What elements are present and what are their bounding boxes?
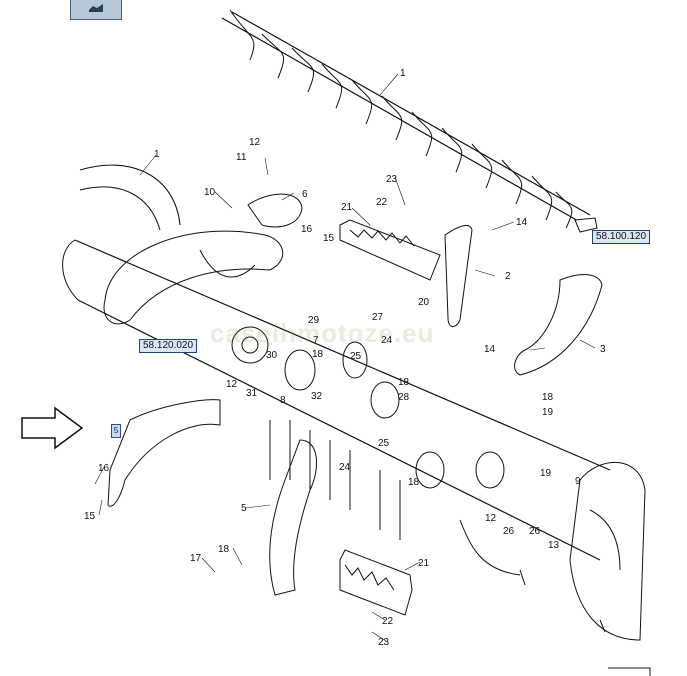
callout: 22 [376, 197, 388, 208]
callout: 11 [236, 152, 247, 163]
reference-link-58-120-020[interactable]: 58.120.020 [139, 339, 198, 353]
callout: 23 [378, 637, 390, 648]
serrated-blade-bottom [339, 549, 413, 616]
callout: 15 [84, 511, 96, 522]
callout-labels: 1 1 2 3 5 6 7 8 9 10 11 12 12 12 13 14 1… [84, 68, 606, 648]
callout: 17 [190, 553, 202, 564]
callout: 26 [529, 526, 541, 537]
callout: 24 [339, 462, 351, 473]
callout: 19 [542, 407, 554, 418]
callout: 23 [386, 174, 398, 185]
callout: 29 [308, 315, 320, 326]
flighting-disc-left [103, 230, 283, 325]
watermark: caseihmotoze.eu [210, 318, 435, 348]
callout: 18 [312, 349, 324, 360]
callout: 22 [382, 616, 394, 627]
callout: 18 [218, 544, 230, 555]
center-mechanism [231, 326, 505, 540]
callout: 6 [302, 189, 308, 200]
flight-segment-4 [107, 399, 221, 507]
callout: 32 [311, 391, 323, 402]
callout: 25 [350, 351, 362, 362]
callout: 1 [400, 68, 406, 79]
callout: 16 [98, 463, 110, 474]
callout: 13 [548, 540, 560, 551]
callout: 15 [323, 233, 335, 244]
callout: 20 [418, 297, 430, 308]
callout: 18 [542, 392, 554, 403]
callout: 7 [313, 335, 319, 346]
input-arrow [21, 406, 84, 450]
callout: 19 [540, 468, 552, 479]
callout: 5 [241, 503, 247, 514]
callout: 27 [372, 312, 384, 323]
callout: 30 [266, 350, 278, 361]
paddle-3 [514, 274, 603, 376]
callout: 12 [485, 513, 497, 524]
callout: 21 [418, 558, 430, 569]
callout: 21 [341, 202, 353, 213]
callout: 14 [516, 217, 528, 228]
view-toggle-button[interactable] [70, 0, 122, 20]
callout: 1 [154, 149, 160, 160]
callout: 2 [505, 271, 511, 282]
flighting-disc-right [459, 461, 646, 641]
callout: 18 [408, 477, 420, 488]
callout: 12 [249, 137, 261, 148]
plate-6 [247, 193, 303, 228]
leader-lines [94, 73, 596, 642]
callout: 26 [503, 526, 515, 537]
auger-tube [62, 164, 611, 561]
callout: 24 [381, 335, 393, 346]
callout: 3 [600, 344, 606, 355]
callout: 10 [204, 187, 216, 198]
view-toggle-icon [89, 4, 103, 12]
paddle-5 [269, 439, 318, 596]
serrated-blade-top [339, 219, 441, 281]
callout: 16 [301, 224, 313, 235]
callout: 18 [398, 377, 410, 388]
callout: 8 [280, 395, 286, 406]
auger-shaft [221, 9, 598, 233]
callout: 25 [378, 438, 390, 449]
reference-link-58-100-120[interactable]: 58.100.120 [592, 230, 651, 244]
callout: 12 [226, 379, 238, 390]
callout: 31 [246, 388, 258, 399]
callout: 9 [575, 476, 581, 487]
callout: 28 [398, 392, 410, 403]
callout: 14 [484, 344, 496, 355]
part-marker[interactable]: 5 [111, 424, 121, 438]
paddle-2 [444, 224, 473, 327]
